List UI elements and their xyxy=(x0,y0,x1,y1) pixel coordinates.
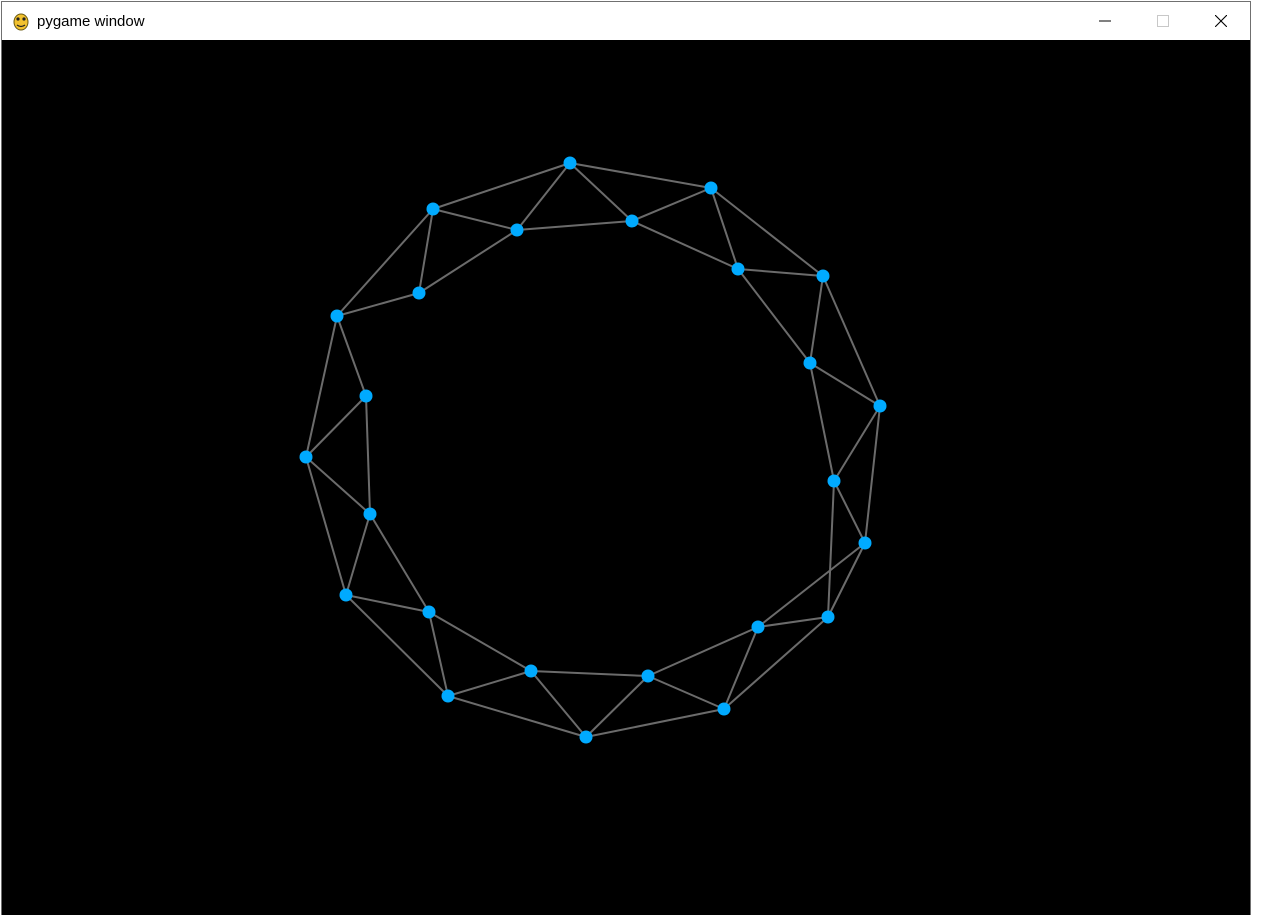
graph-edge xyxy=(647,626,759,677)
graph-edge xyxy=(827,542,866,618)
graph-node xyxy=(827,474,841,488)
graph-edge xyxy=(428,611,532,672)
graph-edge xyxy=(336,208,434,317)
graph-edge xyxy=(757,616,829,628)
graph-edge xyxy=(336,315,367,397)
graph-edge xyxy=(585,708,725,738)
graph-node xyxy=(717,702,731,716)
graph-edge xyxy=(432,162,571,210)
graph-node xyxy=(299,450,313,464)
graph-node xyxy=(751,620,765,634)
graph-edge xyxy=(585,675,649,738)
graph-edge xyxy=(305,456,347,596)
graph-edge xyxy=(365,395,371,515)
graph-node xyxy=(422,605,436,619)
pygame-window: pygame window xyxy=(1,1,1251,915)
graph-edge xyxy=(447,695,587,738)
maximize-icon xyxy=(1157,15,1169,27)
graph-edge xyxy=(428,611,449,697)
graph-edge xyxy=(710,187,739,270)
graph-edge xyxy=(305,456,371,515)
graph-edge xyxy=(418,229,518,294)
graph-node xyxy=(858,536,872,550)
graph-edge xyxy=(710,187,824,277)
graph-edge xyxy=(530,670,649,677)
graph-node xyxy=(563,156,577,170)
graph-edge xyxy=(647,675,725,710)
graph-node xyxy=(821,610,835,624)
graph-edge xyxy=(827,480,835,618)
graph-node xyxy=(816,269,830,283)
graph-node xyxy=(524,664,538,678)
graph-edges xyxy=(305,162,881,738)
graph-edge xyxy=(737,268,811,364)
graph-node xyxy=(426,202,440,216)
graph-edge xyxy=(833,405,881,482)
graph-edge xyxy=(369,513,430,613)
pygame-canvas[interactable] xyxy=(2,40,1250,915)
graph-node xyxy=(412,286,426,300)
graph-edge xyxy=(305,395,367,458)
graph-edge xyxy=(336,292,420,317)
graph-nodes xyxy=(299,156,887,744)
graph-edge xyxy=(737,268,824,277)
graph-node xyxy=(510,223,524,237)
graph-edge xyxy=(305,315,338,458)
maximize-button[interactable] xyxy=(1134,2,1192,40)
graph-node xyxy=(339,588,353,602)
graph-edge xyxy=(418,208,434,294)
graph-node xyxy=(330,309,344,323)
graph-edge xyxy=(516,162,571,231)
window-title: pygame window xyxy=(37,12,145,30)
close-icon xyxy=(1215,15,1227,27)
graph-edge xyxy=(569,162,712,189)
graph-node xyxy=(873,399,887,413)
minimize-button[interactable] xyxy=(1076,2,1134,40)
graph-node xyxy=(363,507,377,521)
title-bar[interactable]: pygame window xyxy=(2,2,1250,40)
graph-node xyxy=(359,389,373,403)
graph-edge xyxy=(530,670,587,738)
graph-edge xyxy=(809,362,835,482)
minimize-icon xyxy=(1099,20,1111,22)
graph-edge xyxy=(631,220,739,270)
window-controls xyxy=(1076,2,1250,40)
graph-scene xyxy=(299,156,887,744)
graph-edge xyxy=(345,513,371,596)
graph-node xyxy=(625,214,639,228)
graph-node xyxy=(803,356,817,370)
pygame-snake-icon xyxy=(12,11,30,31)
graph-edge xyxy=(864,405,881,544)
graph-edge xyxy=(569,162,633,222)
graph-node xyxy=(704,181,718,195)
close-button[interactable] xyxy=(1192,2,1250,40)
graph-edge xyxy=(516,220,633,231)
graph-edge xyxy=(631,187,712,222)
graph-edge xyxy=(447,670,532,697)
graph-edge xyxy=(432,208,518,231)
graph-edge xyxy=(833,480,866,544)
graph-edge xyxy=(822,275,881,407)
graph-edge xyxy=(809,362,881,407)
graph-edge xyxy=(345,594,449,697)
graph-edge xyxy=(723,616,829,710)
graph-edge xyxy=(757,542,866,628)
graph-edge xyxy=(345,594,430,613)
graph-edge xyxy=(809,275,824,364)
graph-node xyxy=(731,262,745,276)
graph-node xyxy=(579,730,593,744)
graph-node xyxy=(441,689,455,703)
graph-edge xyxy=(723,626,759,710)
graph-node xyxy=(641,669,655,683)
